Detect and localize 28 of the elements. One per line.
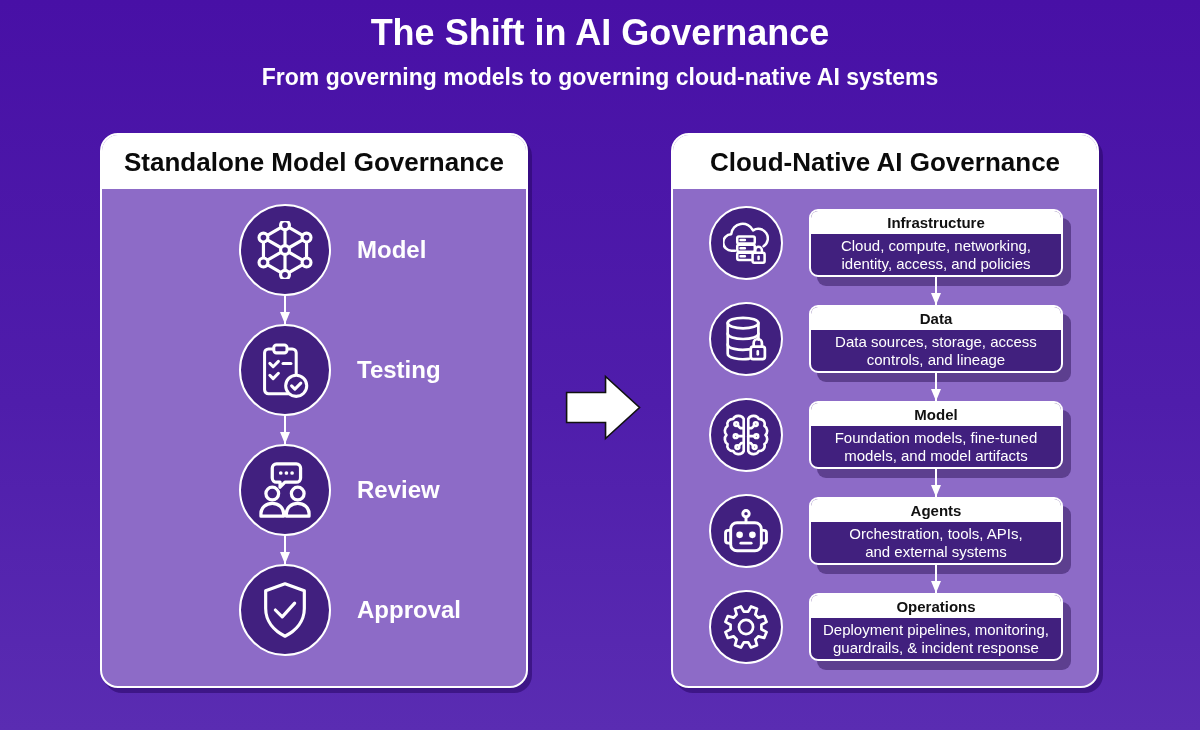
- card-description: Data sources, storage, access controls, and lineage: [834, 332, 1038, 370]
- step-label: Approval: [357, 596, 461, 624]
- arrow: [280, 295, 290, 325]
- step-label: Testing: [357, 356, 441, 384]
- block-arrow: [565, 374, 641, 441]
- card-title: Agents: [811, 499, 1061, 522]
- card-title: Operations: [811, 595, 1061, 618]
- panel: [100, 133, 528, 688]
- subtitle: From governing models to governing cloud-native AI systems: [261, 63, 939, 91]
- card-description: Foundation models, fine-tuned models, and model artifacts: [833, 428, 1039, 466]
- arrow: [931, 276, 941, 306]
- card-title: Infrastructure: [811, 211, 1061, 234]
- step-label: Review: [357, 476, 440, 504]
- step-label: Model: [357, 236, 427, 264]
- arrow: [931, 564, 941, 594]
- title: The Shift in AI Governance: [370, 12, 830, 54]
- card-title: Data: [811, 307, 1061, 330]
- arrow: [931, 372, 941, 402]
- arrow: [280, 415, 290, 445]
- panel-header: Cloud-Native AI Governance: [673, 135, 1097, 189]
- arrow: [280, 535, 290, 565]
- panel: [671, 133, 1099, 688]
- card-description: Deployment pipelines, monitoring, guardrails, & incident response: [822, 620, 1050, 658]
- arrow: [931, 468, 941, 498]
- card-description: Cloud, compute, networking, identity, access, and policies: [839, 236, 1033, 274]
- panel-header: Standalone Model Governance: [102, 135, 526, 189]
- card-description: Orchestration, tools, APIs, and external systems: [848, 524, 1024, 562]
- card-title: Model: [811, 403, 1061, 426]
